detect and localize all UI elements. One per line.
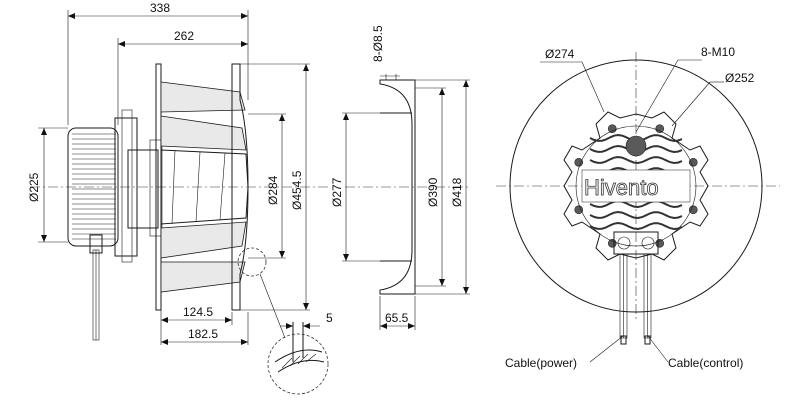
dim-holes: 8-Ø8.5 bbox=[371, 25, 385, 62]
dim-flange-offset-a: 124.5 bbox=[183, 305, 213, 319]
dim-depth: 65.5 bbox=[385, 311, 409, 325]
connector-block bbox=[613, 231, 659, 255]
side-view: 338 262 Ø225 Ø284 Ø454.5 124.5 bbox=[27, 1, 333, 395]
dim-flange-offset-b: 182.5 bbox=[188, 327, 218, 341]
dim-mount-circle: Ø274 bbox=[545, 47, 575, 61]
dim-impeller-diameter: Ø454.5 bbox=[290, 170, 304, 210]
inlet-ring-profile bbox=[379, 79, 416, 295]
dim-hub-diameter: Ø284 bbox=[266, 175, 280, 205]
detail-view: 5 bbox=[267, 311, 333, 395]
cable-power-label: Cable(power) bbox=[505, 356, 577, 370]
shroud-ring bbox=[231, 63, 249, 311]
inlet-ring-view: 8-Ø8.5 Ø277 Ø390 Ø418 65.5 bbox=[330, 25, 470, 330]
detail-leader bbox=[259, 273, 286, 339]
dim-inner-diameter: Ø277 bbox=[330, 177, 344, 207]
cable-connector bbox=[89, 234, 103, 254]
dim-bolt-circle: Ø252 bbox=[725, 71, 755, 85]
dim-detail-gap: 5 bbox=[326, 311, 333, 325]
dim-outer-diameter: Ø418 bbox=[450, 177, 464, 207]
brand-logo-text: Hivento bbox=[584, 175, 659, 200]
dim-threads: 8-M10 bbox=[701, 45, 735, 59]
motor-body bbox=[67, 109, 163, 263]
cable-control-label: Cable(control) bbox=[668, 356, 743, 370]
dim-impeller-length: 262 bbox=[174, 29, 194, 43]
brand-banner bbox=[581, 169, 691, 203]
dim-motor-diameter: Ø225 bbox=[27, 172, 41, 202]
mounting-plate bbox=[563, 111, 709, 261]
dim-overall-length: 338 bbox=[150, 1, 170, 15]
front-view: Hivento Ø274 8-M10 Ø252 Cable(power) Cab… bbox=[496, 45, 780, 370]
hub-top-boss bbox=[625, 135, 647, 157]
detail-marker bbox=[237, 247, 267, 277]
impeller-blades bbox=[160, 81, 249, 293]
dim-pitch-diameter: Ø390 bbox=[426, 177, 440, 207]
